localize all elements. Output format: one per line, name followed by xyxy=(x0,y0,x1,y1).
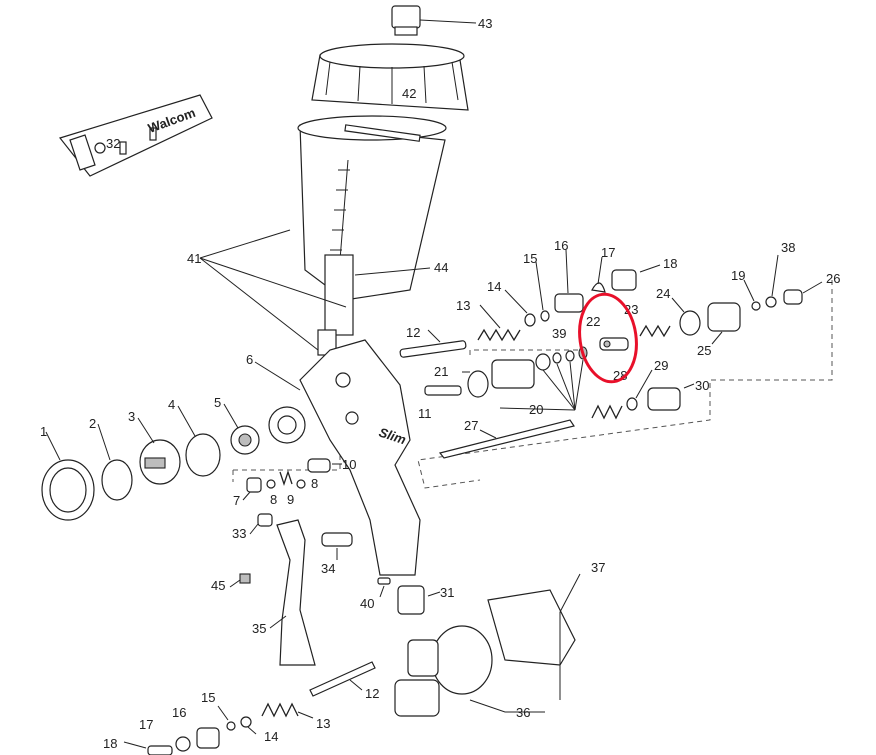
part-36-regulator xyxy=(394,625,545,717)
label-11: 11 xyxy=(418,406,432,421)
label-36: 36 xyxy=(516,705,530,720)
label-2: 2 xyxy=(89,416,96,431)
label-16b: 16 xyxy=(172,705,186,720)
label-6: 6 xyxy=(246,352,253,367)
part-4-o-ring xyxy=(177,405,221,477)
part-13-spring-upper xyxy=(477,304,521,342)
label-9: 9 xyxy=(287,492,294,507)
label-15a: 15 xyxy=(523,251,537,266)
label-28: 28 xyxy=(613,368,627,383)
label-21: 21 xyxy=(434,364,448,379)
part-5-nozzle xyxy=(223,403,260,455)
label-29: 29 xyxy=(654,358,668,373)
parts-lower-12-18 xyxy=(123,661,376,755)
parts-31-40 xyxy=(377,577,441,615)
label-38: 38 xyxy=(781,240,795,255)
label-8b: 8 xyxy=(311,476,318,491)
label-8a: 8 xyxy=(270,492,277,507)
label-17a: 17 xyxy=(601,245,615,260)
parts-33-34-45 xyxy=(229,513,353,588)
label-7: 7 xyxy=(233,493,240,508)
label-31: 31 xyxy=(440,585,454,600)
part-37-cover xyxy=(487,573,581,700)
part-6-gun-body xyxy=(254,339,421,576)
label-15b: 15 xyxy=(201,690,215,705)
label-1: 1 xyxy=(40,424,47,439)
part-1-air-cap-ring xyxy=(41,431,95,521)
part-12-needle-upper xyxy=(399,329,467,358)
parts-24-26 xyxy=(671,254,823,345)
label-18b: 18 xyxy=(103,736,117,751)
part-43-cap xyxy=(391,5,477,36)
label-13b: 13 xyxy=(316,716,330,731)
label-35: 35 xyxy=(252,621,266,636)
label-43: 43 xyxy=(478,16,492,31)
part-32-wrench xyxy=(58,94,213,177)
part-3-air-cap xyxy=(137,417,181,485)
label-14a: 14 xyxy=(487,279,501,294)
label-5: 5 xyxy=(214,395,221,410)
part-27-needle xyxy=(438,419,575,459)
label-44: 44 xyxy=(434,260,448,275)
label-33: 33 xyxy=(232,526,246,541)
part-labels: 1 2 3 4 5 6 7 8 8 9 10 11 12 12 13 13 14… xyxy=(40,16,840,751)
label-25: 25 xyxy=(697,343,711,358)
label-30: 30 xyxy=(695,378,709,393)
label-24: 24 xyxy=(656,286,670,301)
label-40: 40 xyxy=(360,596,374,611)
part-22-piston xyxy=(599,337,629,351)
label-45: 45 xyxy=(211,578,225,593)
part-11-pin xyxy=(424,385,462,396)
label-4: 4 xyxy=(168,397,175,412)
label-37: 37 xyxy=(591,560,605,575)
part-42-cup-lid xyxy=(311,43,469,111)
label-3: 3 xyxy=(128,409,135,424)
label-13a: 13 xyxy=(456,298,470,313)
part-41-paint-cup xyxy=(199,115,447,356)
parts-14-18-upper xyxy=(504,249,661,327)
label-26: 26 xyxy=(826,271,840,286)
label-32: 32 xyxy=(106,136,120,151)
label-16a: 16 xyxy=(554,238,568,253)
part-35-trigger xyxy=(269,519,316,666)
label-41: 41 xyxy=(187,251,201,266)
label-12b: 12 xyxy=(365,686,379,701)
parts-28-30 xyxy=(591,369,695,420)
parts-20-21-39 xyxy=(462,346,588,411)
label-19: 19 xyxy=(731,268,745,283)
label-42: 42 xyxy=(402,86,416,101)
part-23-spring xyxy=(639,324,671,338)
part-44-filter xyxy=(354,267,431,276)
label-27: 27 xyxy=(464,418,478,433)
label-22: 22 xyxy=(586,314,600,329)
label-12a: 12 xyxy=(406,325,420,340)
label-18a: 18 xyxy=(663,256,677,271)
label-14b: 14 xyxy=(264,729,278,744)
label-39: 39 xyxy=(552,326,566,341)
label-17b: 17 xyxy=(139,717,153,732)
part-2-seal-ring xyxy=(97,423,133,501)
label-10: 10 xyxy=(342,457,356,472)
assembly-dashed-lines xyxy=(232,280,833,489)
label-34: 34 xyxy=(321,561,335,576)
parts-7-10-small xyxy=(242,458,342,501)
highlight-circle-part-22 xyxy=(578,292,638,384)
label-20: 20 xyxy=(529,402,543,417)
